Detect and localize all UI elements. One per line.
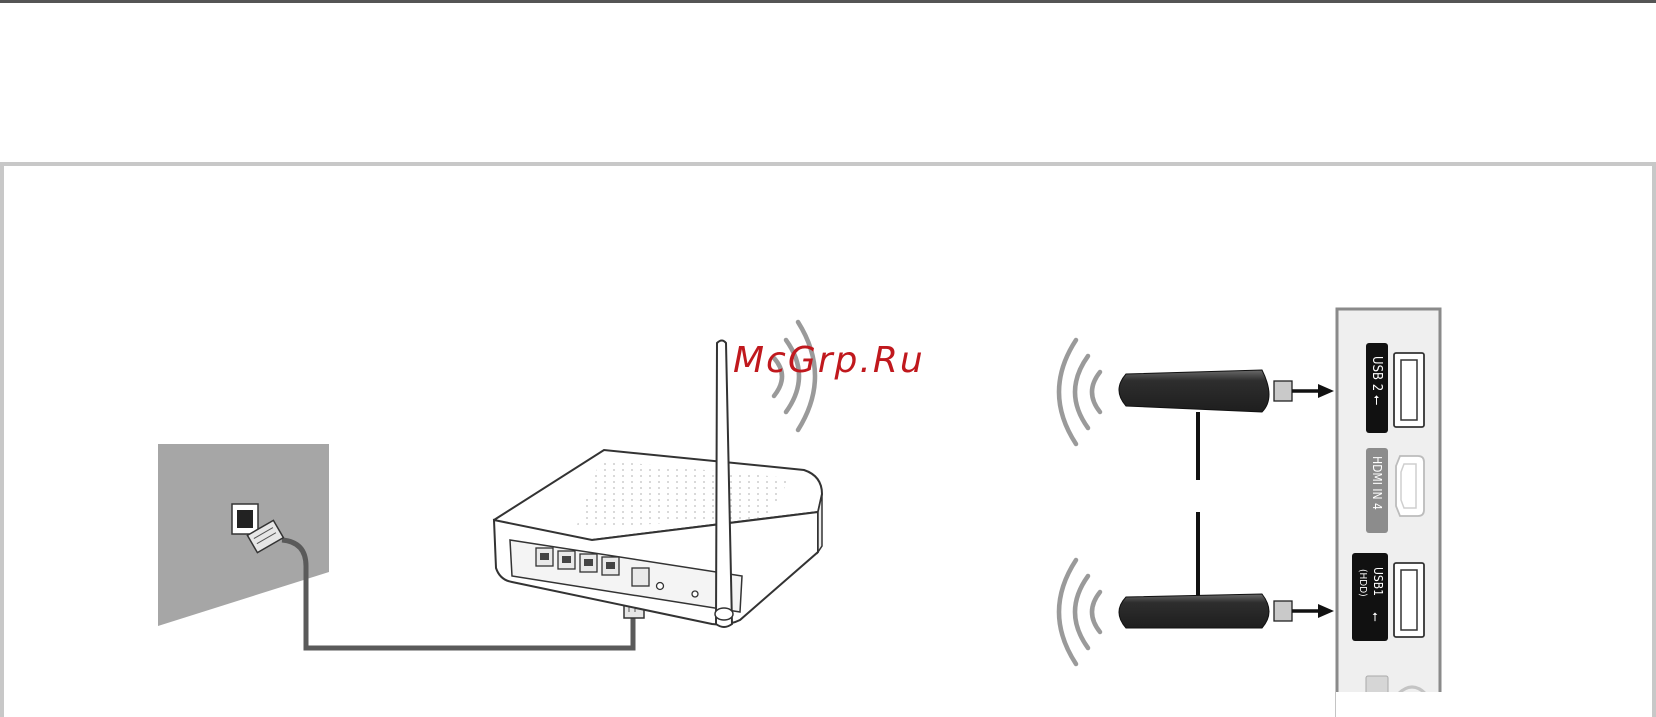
- dongle-signal-icon: [1059, 340, 1100, 664]
- usb1-port-sublabel: (HDD): [1357, 569, 1368, 597]
- wireless-dongle-top: [1119, 370, 1334, 412]
- usb1-port: [1394, 563, 1424, 637]
- hdmi-port-label: HDMI IN 4: [1370, 456, 1384, 510]
- usb-symbol-icon: ⭠: [1369, 612, 1383, 622]
- watermark-text: McGrp.Ru: [733, 340, 925, 381]
- tv-side-panel: USB 2 ⭠ HDMI IN 4 USB1 (HDD) ⭠: [1336, 309, 1442, 717]
- hdmi-port: [1396, 456, 1424, 516]
- usb2-port: [1394, 353, 1424, 427]
- wall-outlet: [158, 444, 329, 626]
- usb2-port-label: USB 2 ⭠: [1369, 356, 1384, 405]
- wireless-dongle-bottom: [1119, 594, 1334, 628]
- usb1-port-label: USB1: [1371, 567, 1385, 596]
- router-wan-port: [632, 568, 649, 586]
